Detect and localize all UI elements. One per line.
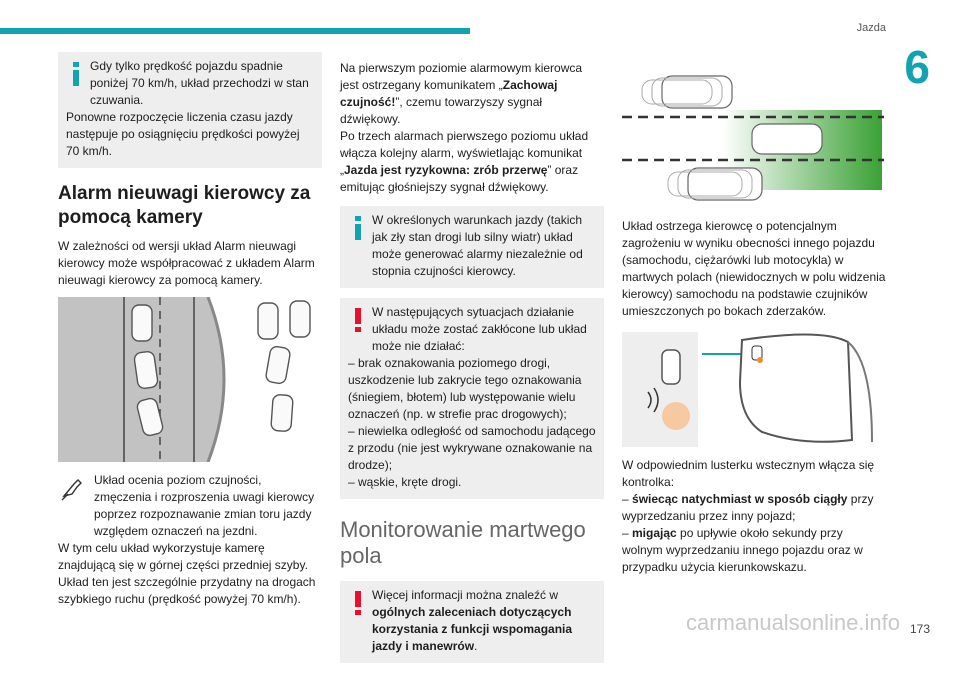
text-run: Po trzech alarmach pierwszego poziomu uk… <box>340 129 589 177</box>
blind-spot-illustration <box>622 72 884 204</box>
camera-description-text: Układ ocenia poziom czujności, zmęczenia… <box>94 473 315 538</box>
warning-note-more-info-text: Więcej informacji można znaleźć w ogólny… <box>348 587 596 655</box>
chapter-number: 6 <box>904 41 930 93</box>
info-note-conditions: W określonych warunkach jazdy (takich ja… <box>340 206 604 288</box>
road-cars-graphic <box>58 297 320 462</box>
warning-item-3: – wąskie, kręte drogi. <box>348 475 462 489</box>
paragraph-first-level: Na pierwszym poziomie alarmowym kierowca… <box>340 60 604 128</box>
item-continuous-light: – świecąc natychmiast w sposób ciągły pr… <box>622 491 886 525</box>
section-title: Jazda <box>856 22 886 34</box>
warning-note-more-info: Więcej informacji można znaleźć w ogólny… <box>340 581 604 663</box>
text-run: ” oraz emitując głośniejszy sygnał dźwię… <box>340 163 579 194</box>
text-run: Więcej informacji można znaleźć w <box>372 588 559 602</box>
warning-note-intro: W następujących sytuacjach działanie ukł… <box>372 305 587 353</box>
info-note-conditions-text: W określonych warunkach jazdy (takich ja… <box>372 213 583 278</box>
info-icon <box>73 62 79 86</box>
blind-spot-graphic <box>622 75 884 201</box>
text-run: – <box>622 492 633 506</box>
lane-drift-illustration <box>58 297 320 462</box>
info-icon <box>355 216 361 240</box>
text-run: – <box>622 526 633 540</box>
warning-item-1: – brak oznakowania poziomego drogi, uszk… <box>348 356 582 421</box>
paragraph-highway-use: Układ ten jest szczególnie przydatny na … <box>58 575 316 606</box>
text-run: po upływie około sekundy przy wolnym wyp… <box>622 526 863 574</box>
watermark: carmanualsonline.info <box>685 610 900 635</box>
text-run: . <box>474 639 478 653</box>
warning-exclamation-icon <box>355 308 361 332</box>
page-number: 173 <box>909 622 930 636</box>
mirror-indicator-graphic <box>622 332 873 447</box>
heading-blind-spot: Monitorowanie martwego pola <box>340 517 586 568</box>
top-accent-bar <box>0 28 470 34</box>
column-1: Gdy tylko prędkość pojazdu spadnie poniż… <box>58 52 322 608</box>
heading-driver-attention-camera: Alarm nieuwagi kierowcy za pomocą kamery <box>58 183 311 228</box>
paragraph-mirror-light: W odpowiednim lusterku wstecznym włącza … <box>622 458 875 489</box>
hand-pointer-icon <box>61 479 82 501</box>
paragraph-camera-location: W tym celu układ wykorzystuje kamerę zna… <box>58 541 308 572</box>
message-stay-alert: Zachowaj czujność! <box>340 78 558 109</box>
info-note-text-1: Gdy tylko prędkość pojazdu spadnie poniż… <box>90 59 309 107</box>
text-run: Na pierwszym poziomie alarmowym kierowca… <box>340 61 583 92</box>
warning-item-2: – niewielka odległość od samochodu jadąc… <box>348 424 596 472</box>
term-continuous: świecąc natychmiast w sposób ciągły <box>632 492 848 506</box>
intro-paragraph: W zależności od wersji układ Alarm nieuw… <box>58 239 315 287</box>
paragraph-second-level: Po trzech alarmach pierwszego poziomu uk… <box>340 128 604 196</box>
message-take-break: Jazda jest ryzykowna: zrób przerwę <box>344 163 548 177</box>
info-note-text-2: Ponowne rozpoczęcie liczenia czasu jazdy… <box>66 110 300 158</box>
text-run: ”, czemu towarzyszy sygnał dźwiękowy. <box>340 95 543 126</box>
warning-exclamation-icon <box>355 591 361 615</box>
item-flashing-light: – migając po upływie około sekundy przy … <box>622 525 886 576</box>
camera-description: Układ ocenia poziom czujności, zmęczenia… <box>58 472 322 540</box>
text-run: przy wyprzedzaniu przez inny pojazd; <box>622 492 874 523</box>
paragraph-blind-spot-description: Układ ostrzega kierowcę o potencjalnym z… <box>622 219 886 318</box>
warning-note-limits: W następujących sytuacjach działanie ukł… <box>340 298 604 499</box>
column-3: Układ ostrzega kierowcę o potencjalnym z… <box>622 72 886 576</box>
reference-text: ogólnych zaleceniach dotyczących korzyst… <box>372 605 573 653</box>
info-note: Gdy tylko prędkość pojazdu spadnie poniż… <box>58 52 322 168</box>
column-2: Na pierwszym poziomie alarmowym kierowca… <box>340 60 604 673</box>
mirror-indicator-illustration <box>622 332 884 447</box>
term-flashing: migając <box>632 526 677 540</box>
